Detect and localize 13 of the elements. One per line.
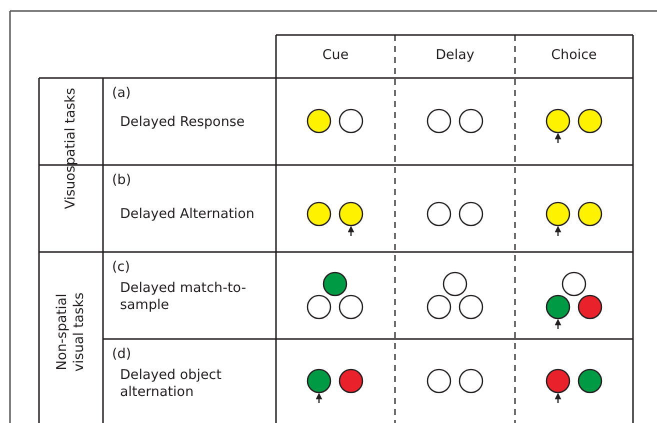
task-name: Delayed Response bbox=[120, 114, 246, 131]
row-group-label: Visuospatial tasks bbox=[62, 86, 80, 212]
column-header: Choice bbox=[550, 47, 598, 64]
row-index: (a) bbox=[112, 85, 132, 102]
column-header: Cue bbox=[321, 47, 350, 64]
row-index: (c) bbox=[112, 259, 131, 276]
task-name: Delayed object alternation bbox=[120, 367, 222, 401]
row-index: (d) bbox=[112, 346, 132, 363]
row-index: (b) bbox=[112, 172, 132, 189]
task-name: Delayed match-to-sample bbox=[120, 280, 248, 314]
task-name: Delayed Alternation bbox=[120, 206, 256, 223]
column-header: Delay bbox=[434, 47, 476, 64]
row-group-label: Non-spatial visual tasks bbox=[54, 291, 88, 374]
